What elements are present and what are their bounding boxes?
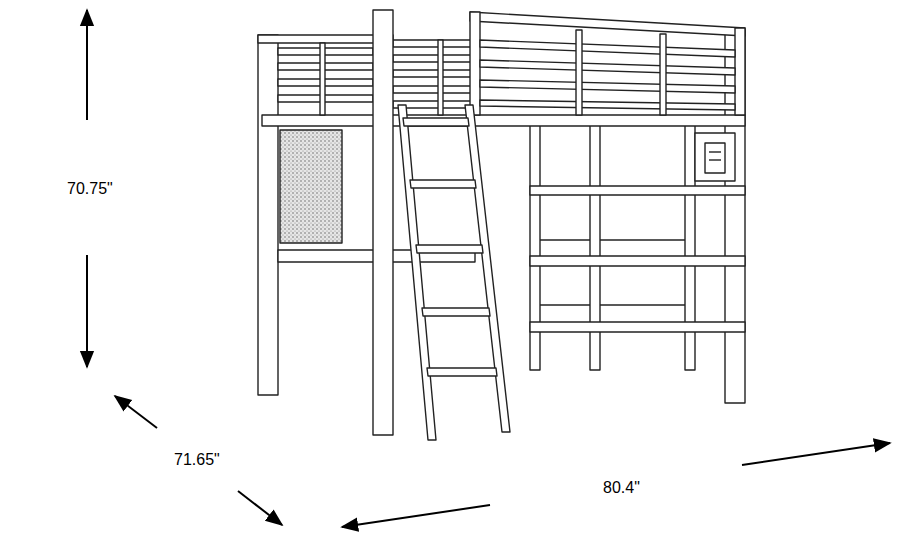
paper-holder (695, 133, 735, 181)
shelf-post (685, 125, 695, 370)
dimension-label: 71.65" (172, 451, 222, 469)
ladder-rail (465, 105, 510, 432)
shelf (530, 322, 745, 332)
shelf (530, 186, 745, 195)
ladder-rail (398, 105, 436, 440)
shelf-post (530, 125, 540, 370)
paper-holder (705, 143, 725, 173)
dimension-label: 80.4" (601, 479, 642, 497)
shelf-post (590, 125, 600, 370)
dimension-arrow (342, 505, 490, 527)
dimension-arrow (86, 255, 88, 367)
shelf-edge (600, 304, 685, 305)
shelf (530, 256, 745, 266)
dimension-arrow (86, 10, 88, 120)
bed-post (373, 10, 393, 435)
dimension-label: 70.75" (65, 180, 115, 198)
shelf-edge (600, 239, 685, 240)
bed-platform (262, 115, 745, 126)
corkboard (280, 130, 342, 243)
rail (470, 12, 745, 36)
dimension-arrow (742, 443, 890, 465)
shelf-edge (540, 304, 590, 305)
dimension-arrow (238, 491, 282, 525)
dimension-arrow (115, 396, 157, 428)
shelf-edge (540, 239, 590, 240)
bed-post (258, 35, 278, 395)
